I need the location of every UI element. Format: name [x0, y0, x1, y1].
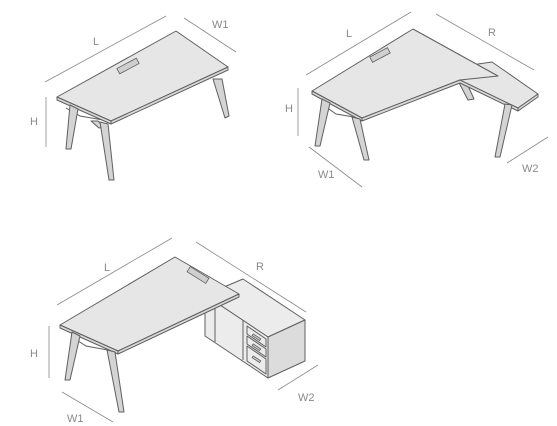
- desk-straight-back-leg: [212, 78, 230, 119]
- credenza-drawer-handle: [251, 355, 262, 364]
- desk-straight-front-leg: [99, 121, 115, 181]
- desk-credenza-return-line: [195, 241, 307, 313]
- desk-corner-return-label: R: [488, 27, 496, 39]
- desk-straight-length-line: [44, 15, 167, 83]
- desk-corner-front-leg: [314, 98, 331, 147]
- desk-straight-front-leg: [65, 104, 79, 150]
- desk-straight-width-line: [183, 17, 237, 53]
- desk-corner-height-label: H: [285, 103, 293, 115]
- desk-credenza-front-leg: [64, 331, 81, 381]
- desk-corner-return-line: [435, 13, 535, 71]
- desk-corner-length-label: L: [346, 28, 352, 40]
- desk-straight-length-label: L: [93, 36, 99, 48]
- desk-credenza-length-label: L: [104, 262, 110, 274]
- desk-corner-return-leg: [494, 103, 513, 158]
- desk-credenza-width2-line: [277, 364, 319, 391]
- desk-straight-grommet: [116, 57, 140, 75]
- credenza-drawer-handle: [251, 333, 262, 342]
- desk-credenza-width1-line: [61, 391, 114, 423]
- desk-corner-width2-line: [506, 136, 549, 164]
- desk-credenza-width1-label: W1: [67, 413, 84, 425]
- desk-credenza-width2-label: W2: [298, 392, 315, 404]
- desk-credenza-top-edge: [117, 293, 240, 355]
- desk-credenza-return-label: R: [256, 261, 264, 273]
- desk-straight-height-label: H: [30, 116, 38, 128]
- desk-corner-length-line: [305, 11, 412, 76]
- desk-credenza-length-line: [56, 237, 173, 306]
- desk-straight: L W1 H: [30, 15, 237, 181]
- desk-credenza-grommet: [186, 266, 210, 284]
- desk-corner-width2-label: W2: [522, 163, 539, 175]
- desk-corner-top-edge: [361, 79, 519, 122]
- desk-straight-width-label: W1: [212, 19, 229, 31]
- desk-straight-top-edge: [110, 66, 229, 125]
- desk-corner: L R H W1 W2: [285, 11, 549, 188]
- desk-credenza-front-leg: [106, 349, 125, 413]
- desk-corner-width1-line: [308, 146, 363, 188]
- desk-corner-grommet: [369, 47, 391, 63]
- credenza-drawer-handle: [251, 343, 262, 352]
- desk-corner-front-leg: [351, 116, 370, 161]
- desk-credenza: L R H W1 W2: [30, 237, 319, 425]
- desk-credenza-height-label: H: [30, 348, 38, 360]
- desk-corner-width1-label: W1: [318, 169, 335, 181]
